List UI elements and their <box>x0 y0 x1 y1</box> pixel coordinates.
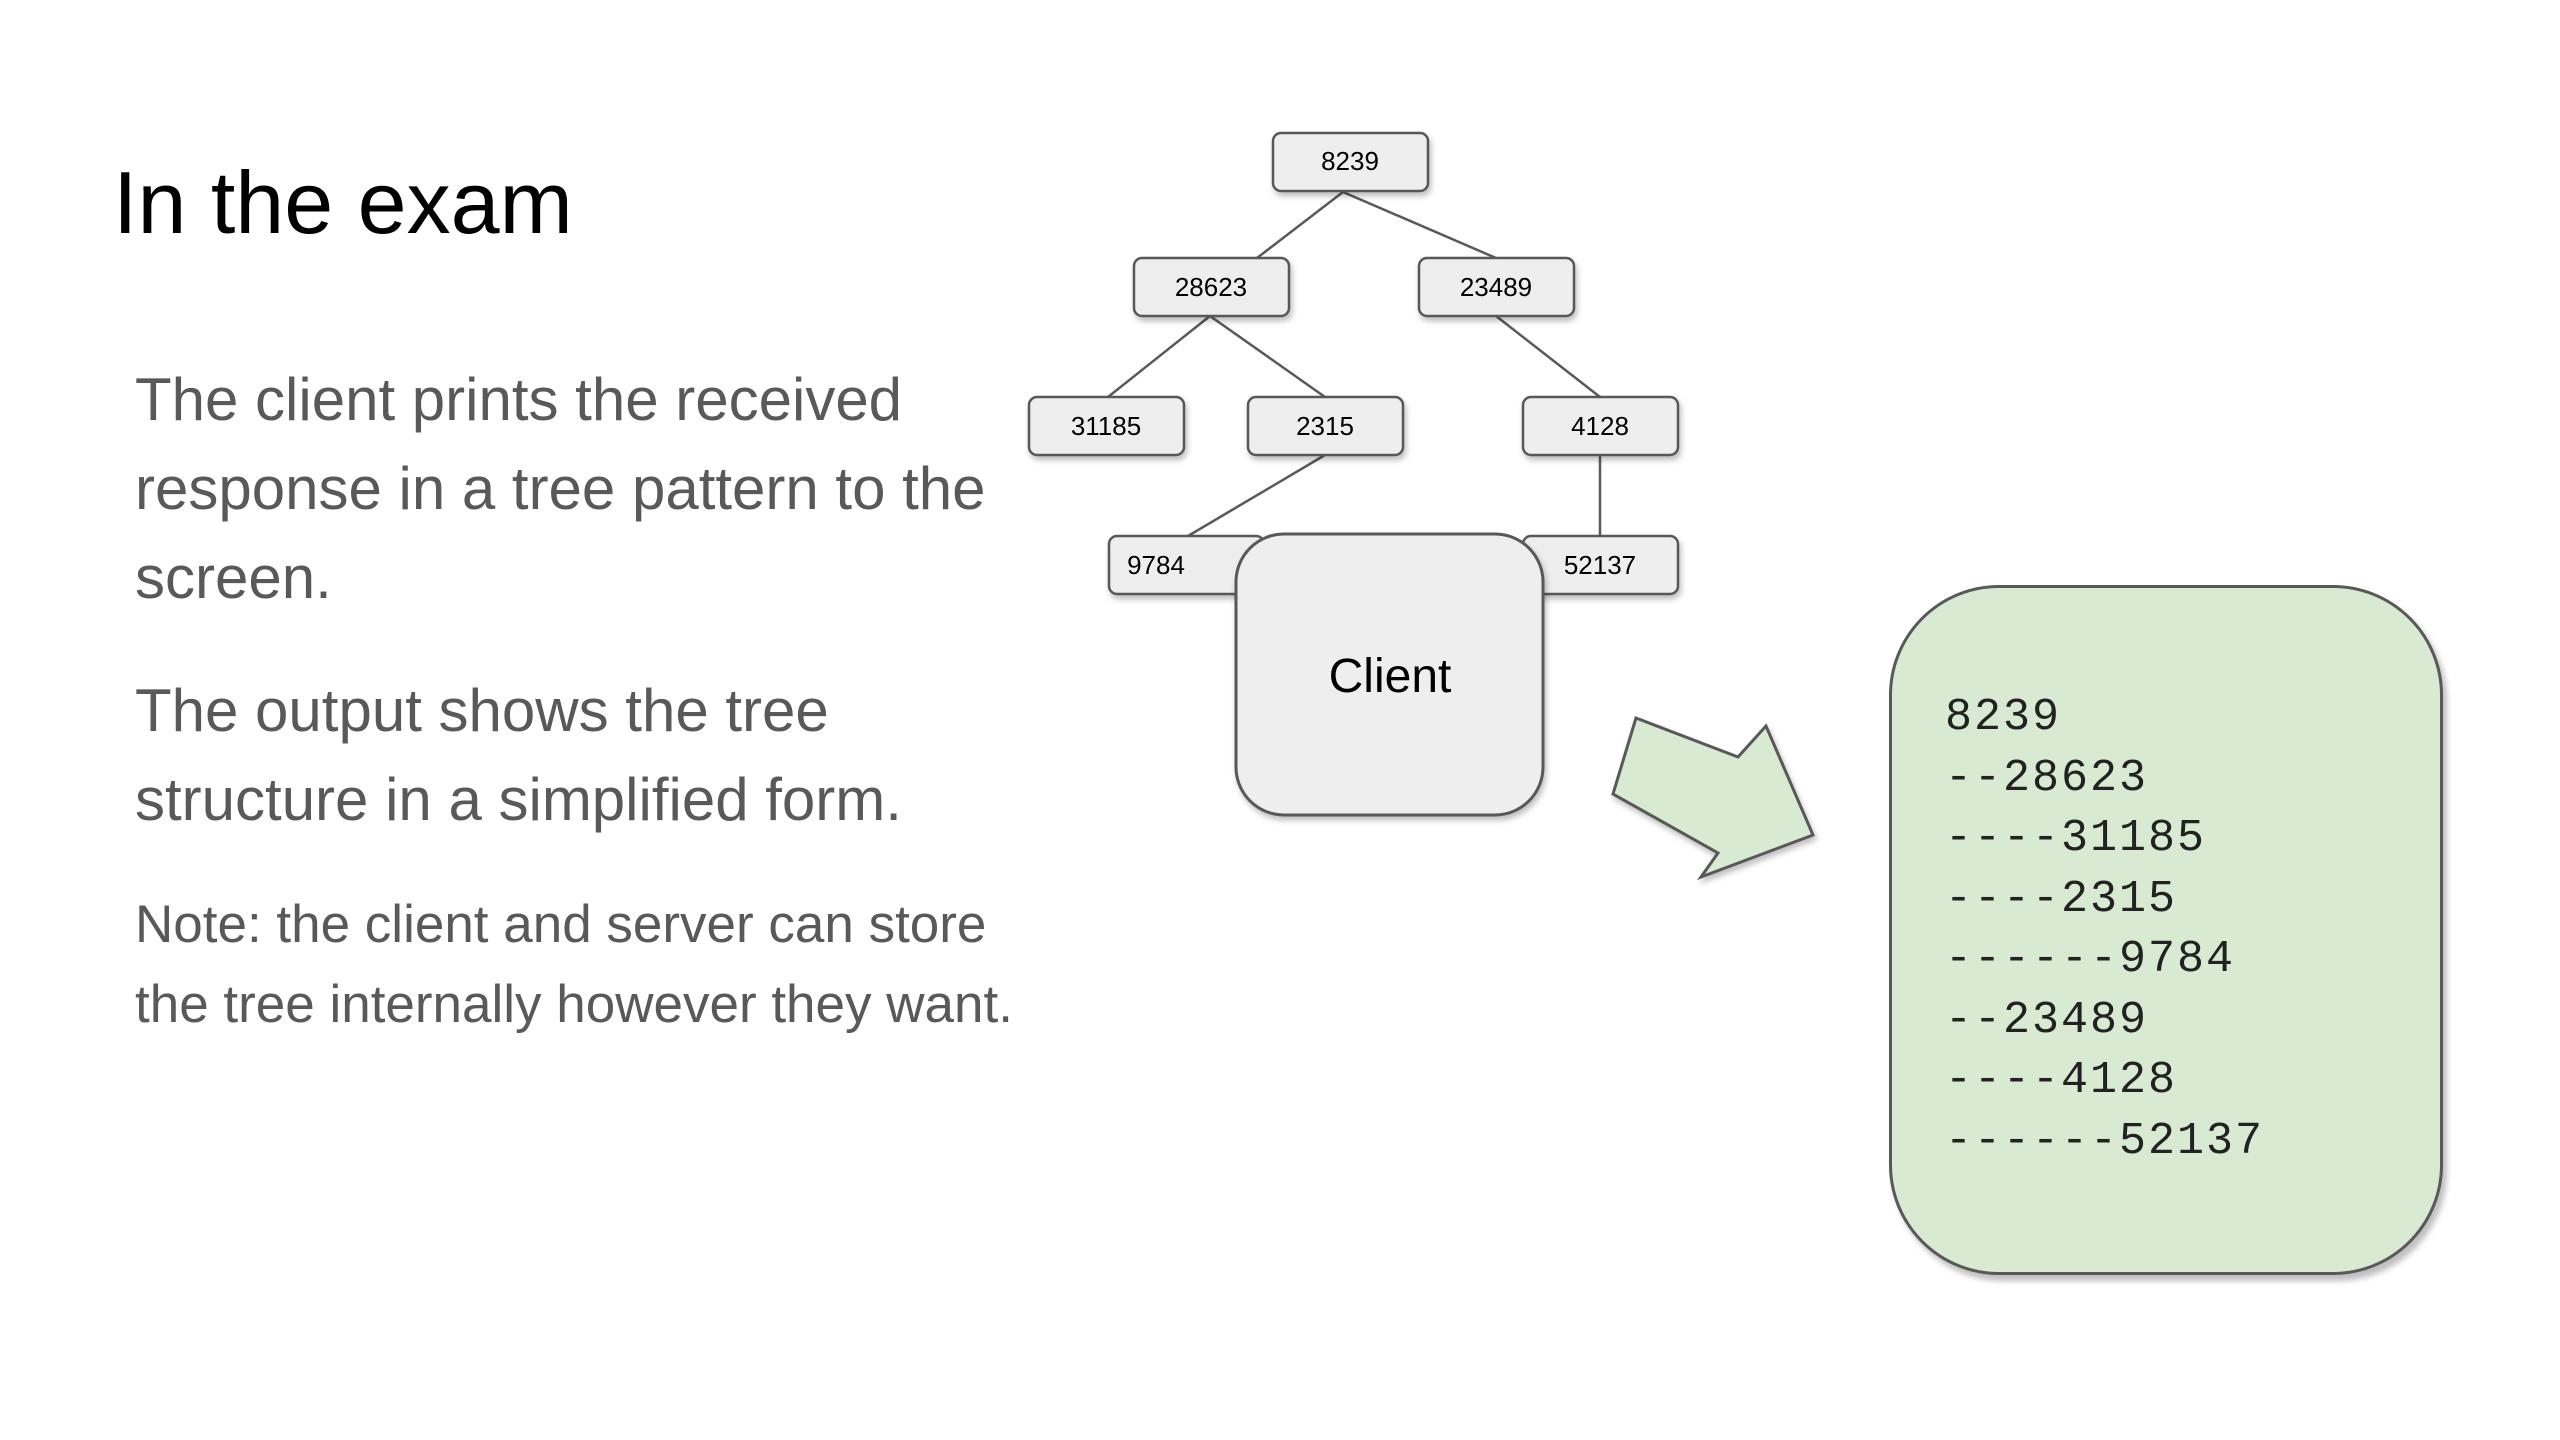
console-output: 8239 --28623 ----31185 ----2315 ------97… <box>1945 688 2264 1172</box>
tree-node-4128: 4128 <box>1521 395 1680 457</box>
arrow-icon <box>1611 716 1816 881</box>
tree-node-9784: 9784 <box>1107 534 1266 596</box>
console-output-box: 8239 --28623 ----31185 ----2315 ------97… <box>1889 585 2443 1275</box>
output-line: 8239 <box>1945 692 2062 743</box>
tree-node-28623: 28623 <box>1132 256 1291 318</box>
output-line: --28623 <box>1945 752 2149 804</box>
output-line: ------9784 <box>1945 934 2236 985</box>
output-line: --23489 <box>1945 994 2149 1046</box>
tree-node-label: 23489 <box>1460 272 1532 302</box>
edge-8239-28623 <box>1256 191 1344 259</box>
tree-node-label: 8239 <box>1321 146 1379 176</box>
edge-23489-4128 <box>1495 315 1601 398</box>
tree-node-2315: 2315 <box>1246 395 1405 457</box>
output-line: ----31185 <box>1945 813 2207 864</box>
edge-2315-9784 <box>1187 453 1326 538</box>
tree-node-label: 2315 <box>1296 411 1354 441</box>
output-line: ------52137 <box>1945 1115 2265 1167</box>
client-box: Client <box>1234 532 1545 817</box>
tree-node-52137: 52137 <box>1521 534 1680 596</box>
tree-node-label: 31185 <box>1071 411 1141 441</box>
paragraph-output-shows: The output shows the tree structure in a… <box>135 677 902 833</box>
edge-28623-31185 <box>1107 315 1211 398</box>
slide-title: In the exam <box>113 153 573 252</box>
output-line: ----2315 <box>1945 873 2178 925</box>
tree-node-label: 9784 <box>1127 550 1185 580</box>
tree-edges <box>1107 190 1602 538</box>
edge-28623-2315 <box>1209 314 1326 399</box>
tree-node-8239: 8239 <box>1271 131 1430 193</box>
paragraph-note: Note: the client and server can store th… <box>135 895 1013 1034</box>
client-label: Client <box>1329 650 1452 703</box>
edge-8239-23489 <box>1342 190 1497 260</box>
output-line: ----4128 <box>1945 1055 2178 1106</box>
paragraph-client-prints: The client prints the received response … <box>135 366 986 611</box>
tree-node-23489: 23489 <box>1417 256 1576 318</box>
tree-node-31185: 31185 <box>1027 395 1186 457</box>
tree-node-label: 4128 <box>1571 411 1629 441</box>
tree-node-label: 52137 <box>1564 550 1636 580</box>
tree-node-label: 28623 <box>1175 272 1247 302</box>
